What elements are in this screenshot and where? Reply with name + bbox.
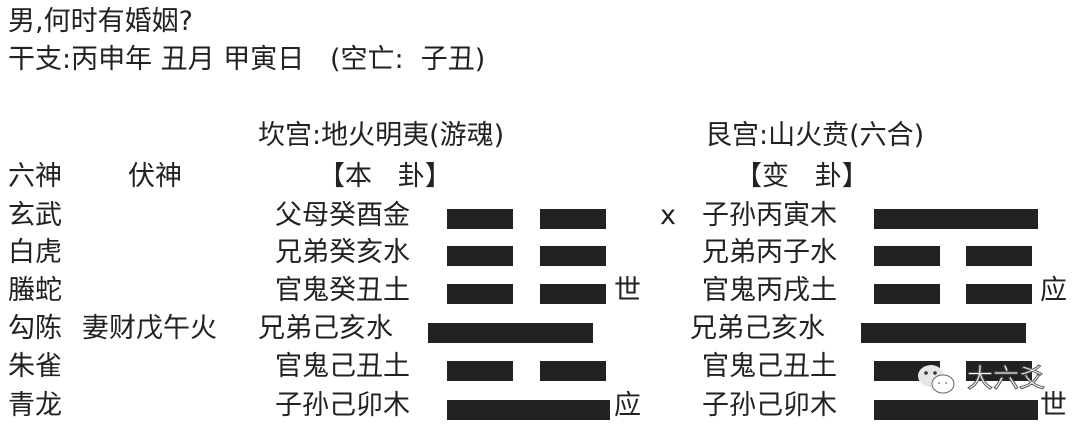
yin-line-left: [447, 246, 513, 266]
ben-yao-label: 官鬼癸丑土: [275, 275, 410, 306]
liushen-cell: 青龙: [8, 390, 62, 421]
ben-yao-label: 子孙己卯木: [275, 390, 410, 421]
ben-yao-label: 官鬼己丑土: [275, 351, 410, 382]
liushen-cell: 勾陈: [8, 313, 62, 344]
watermark: 大六爻: [915, 362, 1055, 398]
watermark-text: 大六爻: [966, 364, 1046, 395]
yin-line-left: [447, 284, 513, 304]
bian-gua-title: 艮宫:山火贲(六合): [705, 120, 925, 151]
bian-yao-label: 兄弟丙子水: [702, 237, 837, 268]
yin-line-right: [540, 361, 606, 381]
liushen-header: 六神: [8, 161, 62, 192]
moving-line-mark: x: [660, 200, 676, 231]
yin-line-left: [447, 361, 513, 381]
yang-line: [861, 323, 1026, 343]
shi-marker: 世: [1040, 390, 1067, 421]
ben-gua-title: 坎宫:地火明夷(游魂): [258, 120, 505, 151]
yin-line-right: [540, 246, 606, 266]
yang-line: [874, 400, 1038, 420]
bian-gua-label: 【变 卦】: [735, 161, 869, 192]
bian-yao-label: 子孙己卯木: [702, 390, 837, 421]
bian-yao-label: 官鬼丙戌土: [702, 275, 837, 306]
yang-line: [428, 323, 593, 343]
ying-marker: 应: [1040, 275, 1067, 306]
fushen-cell: 妻财戊午火: [82, 313, 217, 344]
fushen-header: 伏神: [128, 161, 182, 192]
liushen-cell: 玄武: [8, 200, 62, 231]
liushen-cell: 朱雀: [8, 351, 62, 382]
yin-line-right: [540, 209, 606, 229]
bian-yao-label: 兄弟己亥水: [690, 313, 825, 344]
ben-yao-label: 父母癸酉金: [275, 200, 410, 231]
ben-gua-label: 【本 卦】: [318, 161, 452, 192]
ben-yao-label: 兄弟癸亥水: [275, 237, 410, 268]
yin-line-right: [966, 284, 1032, 304]
ganzhi-text: 干支:丙申年 丑月 甲寅日 (空亡: 子丑): [8, 44, 486, 75]
yin-line-right: [540, 284, 606, 304]
ying-marker: 应: [614, 390, 641, 421]
question-text: 男,何时有婚姻?: [8, 6, 193, 37]
wechat-icon: [918, 365, 955, 394]
yang-line: [447, 400, 610, 420]
ben-yao-label: 兄弟己亥水: [258, 313, 393, 344]
shi-marker: 世: [614, 275, 641, 306]
yin-line-left: [447, 209, 513, 229]
yin-line-right: [966, 361, 1032, 381]
liushen-cell: 螣蛇: [8, 275, 62, 306]
yin-line-left: [874, 246, 940, 266]
liushen-cell: 白虎: [8, 237, 62, 268]
yin-line-left: [874, 284, 940, 304]
yin-line-right: [966, 246, 1032, 266]
bian-yao-label: 子孙丙寅木: [702, 200, 837, 231]
bian-yao-label: 官鬼己丑土: [702, 351, 837, 382]
yang-line: [874, 209, 1038, 229]
